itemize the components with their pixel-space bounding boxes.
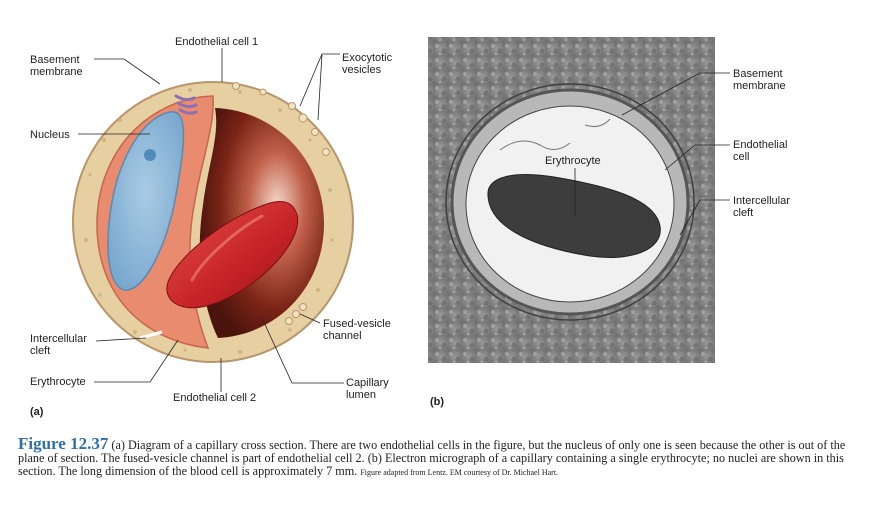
nucleolus [144, 149, 156, 161]
electron-micrograph [428, 37, 715, 363]
label-erythrocyte-a: Erythrocyte [30, 376, 86, 388]
fused-vesicle-channel [285, 303, 307, 325]
panel-a-tag: (a) [30, 406, 44, 418]
label-nucleus: Nucleus [30, 129, 70, 141]
label-intercellular-cleft-a: Intercellular cleft [30, 333, 87, 357]
panel-b-leader-lines [574, 72, 730, 236]
label-endothelial-cell-1: Endothelial cell 1 [175, 36, 259, 48]
membrane-speckles [84, 88, 334, 354]
label-intercellular-cleft-b: Intercellular cleft [733, 195, 790, 219]
figure-number: Figure 12.37 [18, 434, 109, 453]
plasma-wisps [499, 118, 611, 151]
erythrocyte-highlight [190, 214, 264, 282]
label-basement-membrane-b: Basement membrane [733, 68, 786, 92]
caption-text: (a) Diagram of a capillary cross section… [18, 438, 846, 478]
label-endothelial-cell-b: Endothelial cell [733, 139, 788, 163]
label-exocytotic-vesicles: Exocytotic vesicles [342, 52, 393, 76]
panel-b-tag: (b) [430, 396, 445, 408]
panel-a-leader-lines [78, 48, 344, 392]
label-capillary-lumen: Capillary lumen [346, 377, 389, 401]
label-erythrocyte-b: Erythrocyte [544, 155, 602, 167]
figure-caption: Figure 12.37 (a) Diagram of a capillary … [18, 434, 863, 479]
exocytotic-vesicles [232, 82, 330, 156]
caption-credit: Figure adapted from Lentz. EM courtesy o… [360, 468, 559, 477]
erythrocyte-em [487, 174, 661, 259]
capillary-diagram [72, 81, 354, 363]
label-fused-vesicle-channel: Fused-vesicle channel [323, 318, 391, 342]
nucleus [107, 111, 185, 291]
basement-membrane-em [445, 83, 695, 321]
label-endothelial-cell-2: Endothelial cell 2 [173, 392, 257, 404]
label-basement-membrane-a: Basement membrane [30, 54, 83, 78]
intercellular-cleft-mark [139, 330, 163, 340]
erythrocyte [166, 201, 299, 309]
golgi-organelle [174, 94, 198, 115]
